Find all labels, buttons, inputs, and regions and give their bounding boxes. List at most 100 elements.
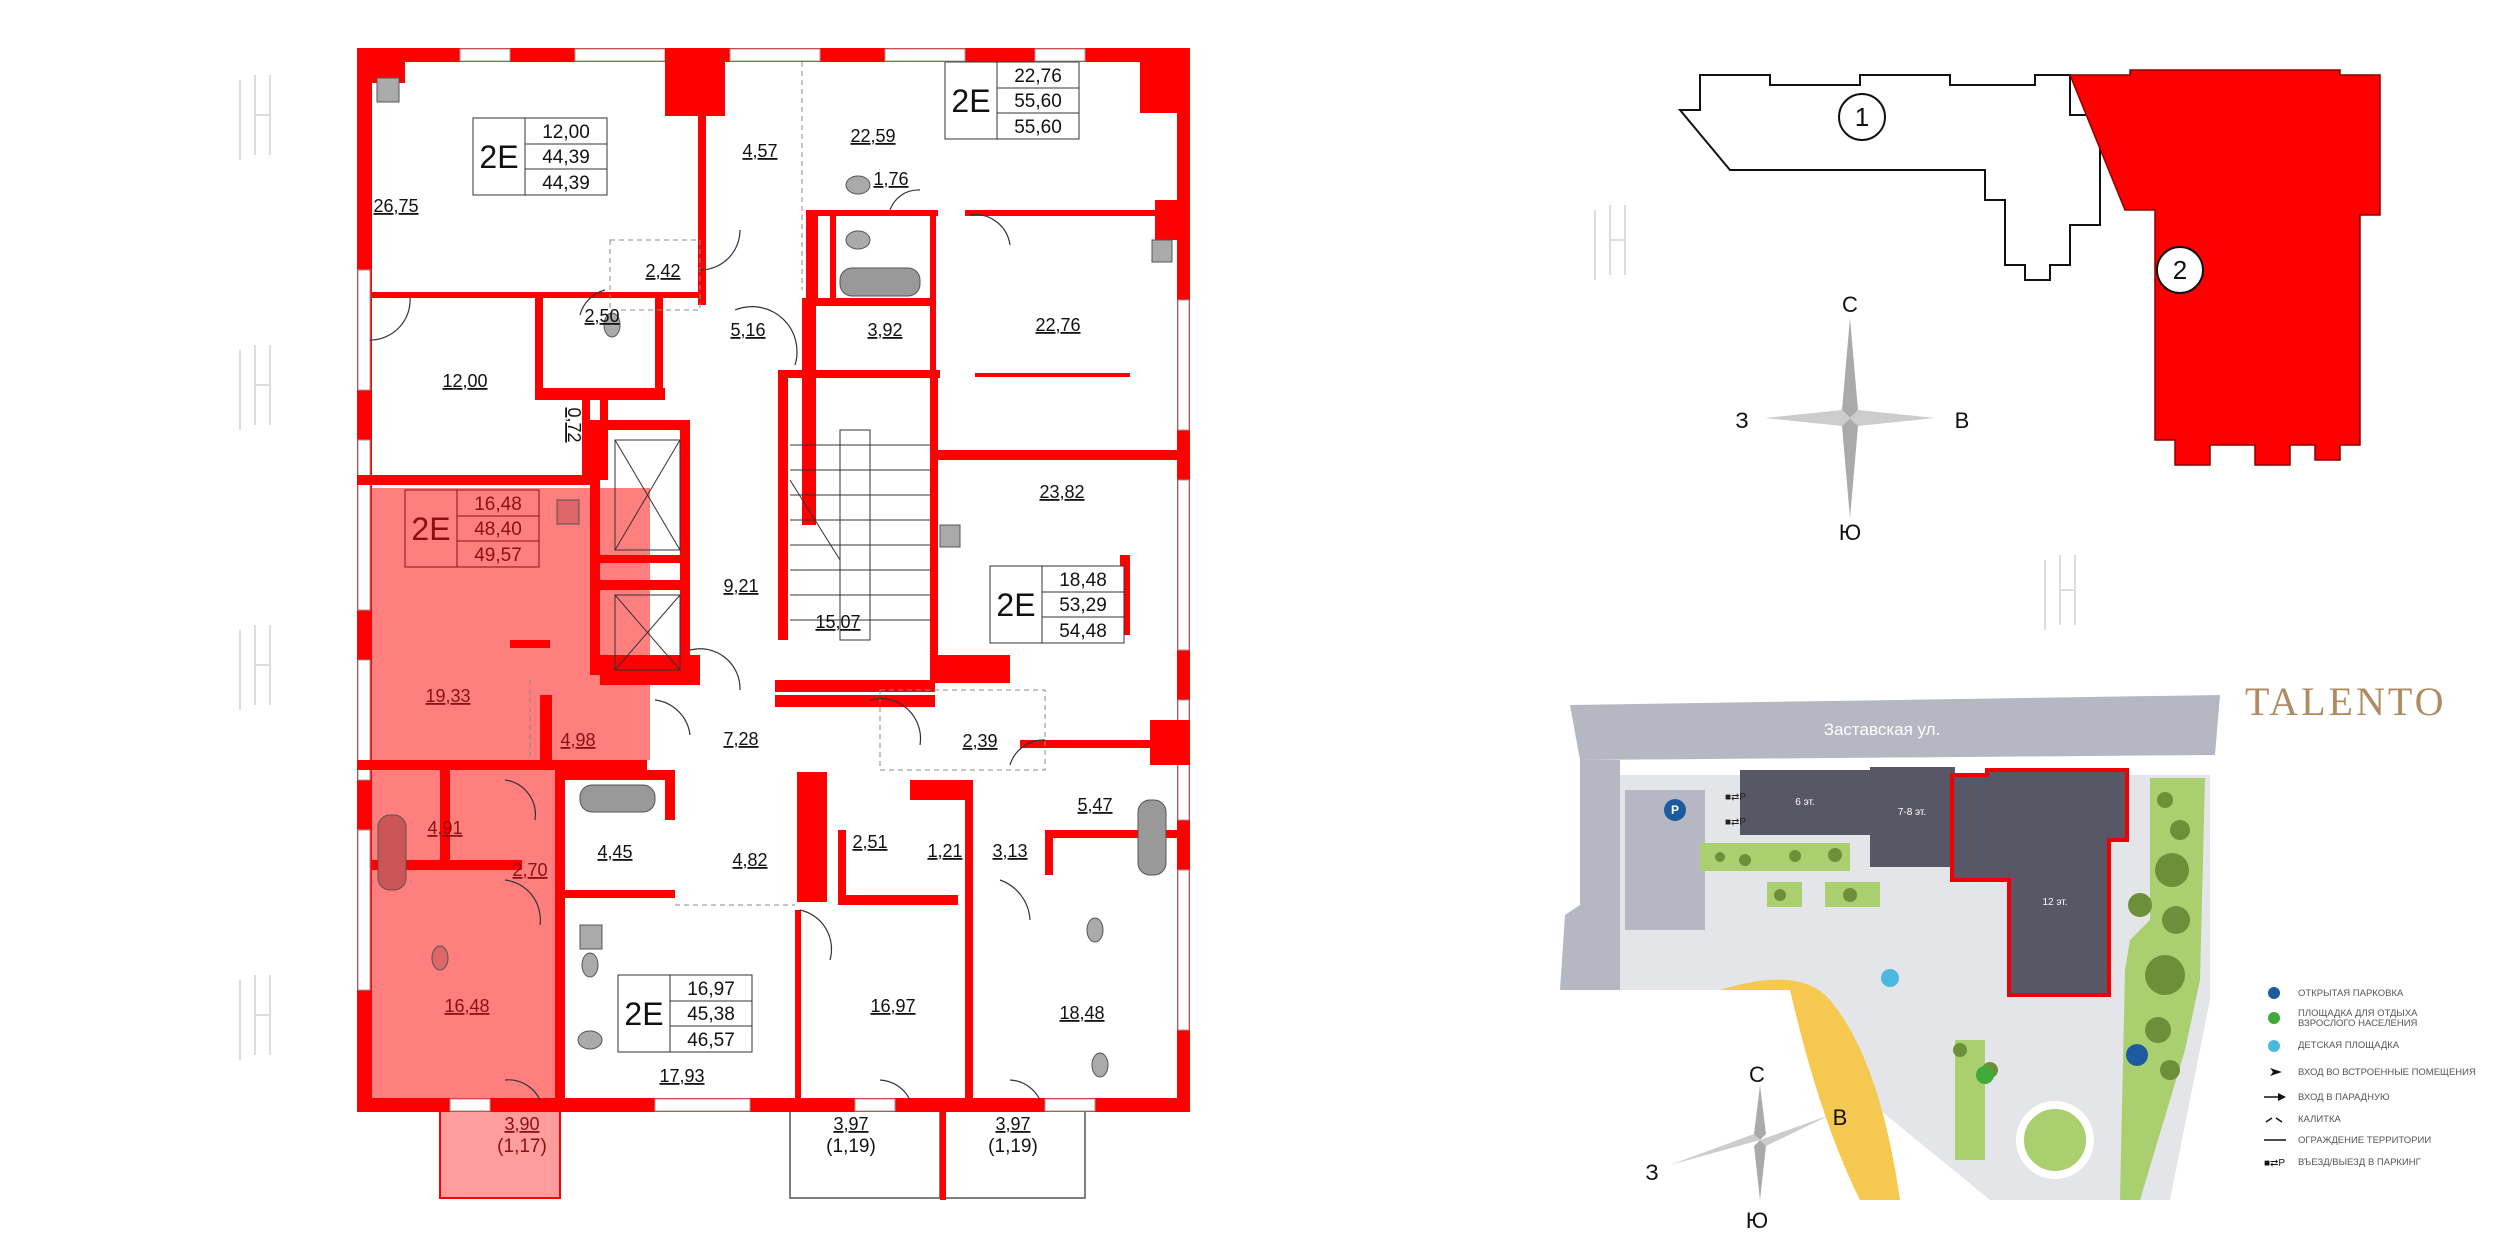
apartment-value: 22,76 <box>1014 66 1062 87</box>
doors <box>369 189 1046 1101</box>
room-area: 18,48 <box>1059 1003 1104 1023</box>
room-area: 22,76 <box>1035 315 1080 335</box>
legend-label: ВЪЕЗД/ВЫЕЗД В ПАРКИНГ <box>2298 1157 2421 1168</box>
room-area: 7,28 <box>723 729 758 749</box>
room-area: 5,47 <box>1077 795 1112 815</box>
apartment-type: 2E <box>624 996 663 1032</box>
apartment-value: 44,39 <box>542 173 590 194</box>
balcony-reduced-area: (1,17) <box>497 1136 547 1157</box>
adult-rest-area-icon <box>2268 1012 2280 1024</box>
room-area: 4,57 <box>742 141 777 161</box>
apartment-value: 46,57 <box>687 1030 735 1051</box>
balcony-area: 3,97 <box>833 1114 868 1134</box>
zone-divider <box>529 62 1046 906</box>
apartment-value: 49,57 <box>474 545 522 566</box>
building-floors: 7-8 эт. <box>1898 807 1926 818</box>
street-name: Заставская ул. <box>1824 720 1941 739</box>
legend-label: КАЛИТКА <box>2298 1114 2341 1125</box>
staircase <box>789 429 930 641</box>
building-number: 2 <box>2173 255 2187 285</box>
floor-plan: 2E 12,00 44,39 44,39 2E 22,76 55,60 55,6… <box>357 48 1190 1200</box>
arrow-right-icon <box>2264 1093 2286 1101</box>
room-area: 4,82 <box>732 850 767 870</box>
arrowhead-icon <box>2270 1068 2282 1076</box>
legend-label: ВЗРОСЛОГО НАСЕЛЕНИЯ <box>2298 1018 2418 1029</box>
building-1-outline[interactable] <box>1677 74 2101 281</box>
building-2-selected[interactable] <box>2068 69 2381 466</box>
compass-west: З <box>1645 1160 1658 1185</box>
compass-north: С <box>1842 292 1858 317</box>
elevator-shaft <box>614 439 681 671</box>
playground-icon <box>2268 1040 2280 1052</box>
bathtub-icon <box>377 267 1167 891</box>
legend-label: ПЛОЩАДКА ДЛЯ ОТДЫХА <box>2298 1008 2418 1019</box>
legend: ОТКРЫТАЯ ПАРКОВКА ПЛОЩАДКА ДЛЯ ОТДЫХА ВЗ… <box>2264 987 2476 1169</box>
apartment-type: 2E <box>996 587 1035 623</box>
parking-entry-icon: ■⇄P <box>2264 1158 2285 1169</box>
room-area: 26,75 <box>373 196 418 216</box>
apartment-value: 44,39 <box>542 147 590 168</box>
balcony-reduced-area: (1,19) <box>988 1136 1038 1157</box>
room-area: 5,16 <box>730 320 765 340</box>
apartment-value: 12,00 <box>542 122 590 143</box>
room-area: 3,92 <box>867 320 902 340</box>
room-area: 23,82 <box>1039 482 1084 502</box>
stove-icon <box>376 77 1173 950</box>
room-area: 19,33 <box>425 686 470 706</box>
room-area: 1,76 <box>873 169 908 189</box>
parking-letter: P <box>1671 803 1679 817</box>
apartment-value: 18,48 <box>1059 570 1107 591</box>
compass-west: З <box>1735 408 1748 433</box>
apartment-value: 54,48 <box>1059 621 1107 642</box>
building-floors: 6 эт. <box>1795 797 1814 808</box>
room-area: 16,97 <box>870 996 915 1016</box>
balcony-reduced-area: (1,19) <box>826 1136 876 1157</box>
room-area: 3,13 <box>992 841 1027 861</box>
room-area: 17,93 <box>659 1066 704 1086</box>
apartment-info-box-selected[interactable]: 2E 16,48 48,40 49,57 <box>404 489 540 568</box>
apartment-value: 53,29 <box>1059 595 1107 616</box>
room-area: 16,48 <box>444 996 489 1016</box>
room-area: 12,00 <box>442 371 487 391</box>
room-labels: 26,75 4,57 22,59 1,76 2,42 2,50 5,16 3,9… <box>373 126 1112 1157</box>
building-7-8-floors[interactable] <box>1870 767 1955 867</box>
room-area: 1,21 <box>927 841 962 861</box>
talento-logo: TALENTO <box>2245 679 2446 724</box>
apartment-info-box[interactable]: 2E 16,97 45,38 46,57 <box>617 974 753 1053</box>
watermark-logo <box>239 75 2076 1060</box>
legend-label: ВХОД ВО ВСТРОЕННЫЕ ПОМЕЩЕНИЯ <box>2298 1067 2476 1078</box>
parking-icon <box>1664 799 1686 821</box>
room-area: 2,42 <box>645 261 680 281</box>
apartment-type: 2E <box>411 511 450 547</box>
parking-icon <box>2126 1044 2148 1066</box>
key-plan: 1 2 <box>1677 69 2381 466</box>
room-area: 2,51 <box>852 832 887 852</box>
legend-label: ОГРАЖДЕНИЕ ТЕРРИТОРИИ <box>2298 1135 2431 1146</box>
building-12-floors-selected[interactable] <box>1950 768 2129 997</box>
room-area: 9,21 <box>723 576 758 596</box>
balcony-area: 3,90 <box>504 1114 539 1134</box>
playground-icon <box>1881 969 1899 987</box>
legend-label: ВХОД В ПАРАДНУЮ <box>2298 1092 2390 1103</box>
apartment-value: 55,60 <box>1014 91 1062 112</box>
room-area: 4,45 <box>597 842 632 862</box>
apartment-info-box[interactable]: 2E 18,48 53,29 54,48 <box>989 565 1125 644</box>
toilet-icon <box>431 175 1109 1078</box>
balcony-area: 3,97 <box>995 1114 1030 1134</box>
apartment-value: 55,60 <box>1014 117 1062 138</box>
compass-south: Ю <box>1746 1208 1768 1233</box>
parking-icon <box>2268 987 2280 999</box>
building-number: 1 <box>1855 102 1869 132</box>
apartment-info-box[interactable]: 2E 22,76 55,60 55,60 <box>944 61 1080 140</box>
tree-icon <box>1715 792 2190 1080</box>
building-6-floors[interactable] <box>1740 770 1870 835</box>
building-floors: 12 эт. <box>2042 897 2067 908</box>
room-area: 4,98 <box>560 730 595 750</box>
apartment-info-box[interactable]: 2E 12,00 44,39 44,39 <box>472 117 608 196</box>
room-area: 0,72 <box>564 407 584 442</box>
site-plan: Заставская ул. 6 эт. 7-8 эт. 12 эт. P ■⇄… <box>1560 695 2220 1200</box>
compass-north: С <box>1749 1062 1765 1087</box>
apartment-type: 2E <box>479 139 518 175</box>
room-area: 2,39 <box>962 731 997 751</box>
